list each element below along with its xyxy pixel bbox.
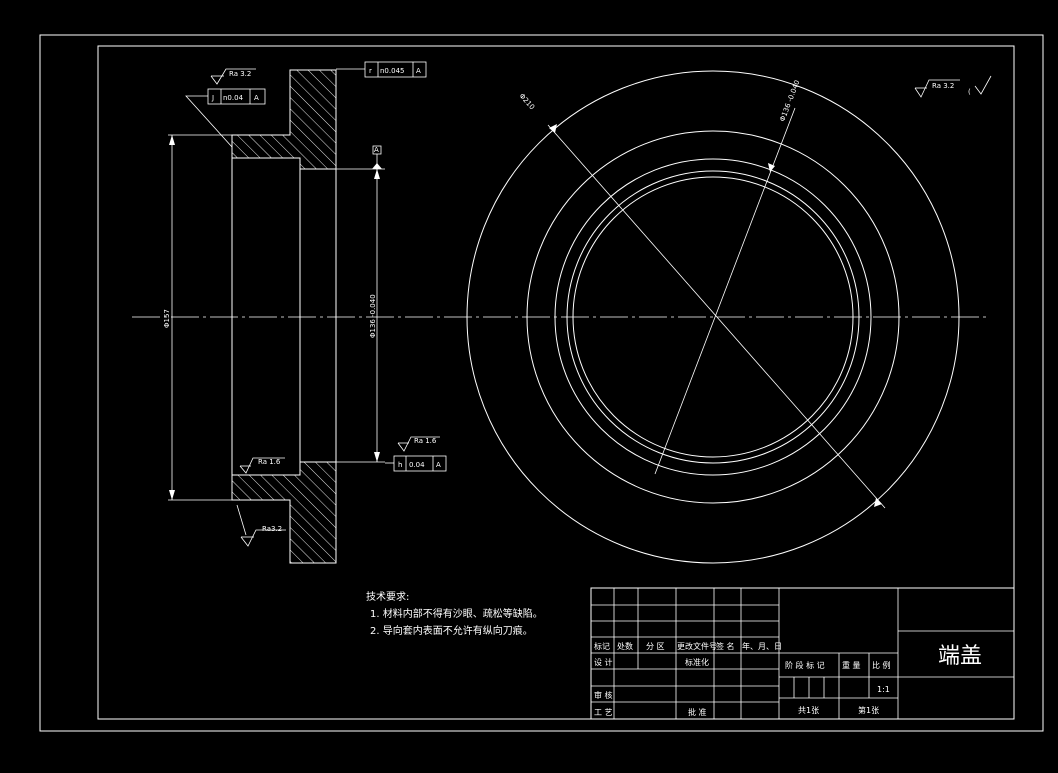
approve-label: 批 准 [688, 707, 707, 717]
col-label: 分 区 [646, 642, 665, 651]
weight-label: 重 量 [842, 660, 861, 670]
roughness-inner: Ra 1.6 [239, 457, 285, 474]
col-label: 签 名 [716, 641, 735, 651]
svg-text:n0.045: n0.045 [380, 67, 404, 75]
title-block: 标记 处数 分 区 更改文件号 签 名 年、月、日 设 计 标准化 审 核 工 … [590, 587, 1015, 720]
bore-circle [572, 176, 854, 458]
svg-text:r: r [369, 67, 372, 75]
svg-text:Ra 1.6: Ra 1.6 [258, 458, 281, 466]
svg-text:Ra 3.2: Ra 3.2 [229, 70, 251, 78]
scale-value: 1:1 [877, 685, 890, 694]
tolerance-frame-top-right: r n0.045 A [336, 61, 427, 78]
dim-bore-diameter: Φ136 -0.040 [369, 294, 377, 338]
dim-left-diameter: Φ157 [163, 309, 171, 328]
requirement-item: 2. 导向套内表面不允许有纵向刀痕。 [370, 624, 533, 637]
technical-requirements: 技术要求: 1. 材料内部不得有沙眼、疏松等缺陷。 2. 导向套内表面不允许有纵… [366, 590, 543, 637]
svg-text:0.04: 0.04 [409, 461, 425, 469]
design-label: 设 计 [594, 657, 613, 667]
svg-text:n0.04: n0.04 [223, 94, 244, 102]
svg-text:Ra 3.2: Ra 3.2 [932, 82, 954, 90]
part-name: 端盖 [938, 644, 982, 669]
hatch-top [231, 69, 337, 170]
process-label: 工 艺 [594, 708, 613, 717]
ring-circle-1 [554, 158, 872, 476]
outer-frame [39, 34, 1044, 732]
tolerance-frame-top-left: J n0.04 A [185, 88, 266, 148]
svg-text:h: h [398, 461, 402, 469]
tolerance-frame-bottom: h 0.04 A [385, 455, 447, 472]
requirements-heading: 技术要求: [366, 590, 409, 603]
review-label: 审 核 [594, 690, 613, 700]
sheet-number: 第1张 [858, 705, 879, 715]
svg-text:A: A [416, 67, 421, 75]
col-label: 处数 [617, 641, 633, 651]
dim-outer-diameter: Φ210 [518, 92, 537, 111]
sheets-total: 共1张 [798, 706, 819, 715]
svg-text:(: ( [968, 88, 971, 96]
svg-text:Ra3.2: Ra3.2 [262, 525, 282, 533]
datum-label: A [374, 146, 379, 154]
col-label: 年、月、日 [742, 641, 782, 651]
roughness-general: Ra 3.2 ( [914, 75, 992, 98]
requirement-item: 1. 材料内部不得有沙眼、疏松等缺陷。 [370, 607, 543, 620]
col-label: 更改文件号 [677, 641, 717, 651]
stage-mark-label: 阶 段 标 记 [785, 660, 825, 670]
roughness-flange: Ra3.2 [236, 504, 286, 547]
scale-label: 比 例 [872, 660, 891, 670]
ring-circle-2 [566, 170, 860, 464]
roughness-bore: Ra 1.6 [397, 436, 440, 452]
svg-text:A: A [436, 461, 441, 469]
inner-frame [97, 45, 1015, 720]
dim-line-outer [547, 124, 886, 509]
col-label: 标记 [594, 641, 610, 651]
front-view [466, 70, 960, 564]
svg-text:A: A [254, 94, 259, 102]
middle-circle [526, 130, 900, 504]
standardization-label: 标准化 [685, 657, 709, 667]
outer-circle [466, 70, 960, 564]
dim-inner-diameter: Φ136 -0.040 [778, 79, 801, 123]
hatch-bottom [231, 461, 337, 564]
section-view [132, 69, 990, 564]
roughness-top: Ra 3.2 [210, 68, 256, 85]
svg-text:J: J [211, 94, 214, 102]
svg-text:Ra 1.6: Ra 1.6 [414, 437, 437, 445]
